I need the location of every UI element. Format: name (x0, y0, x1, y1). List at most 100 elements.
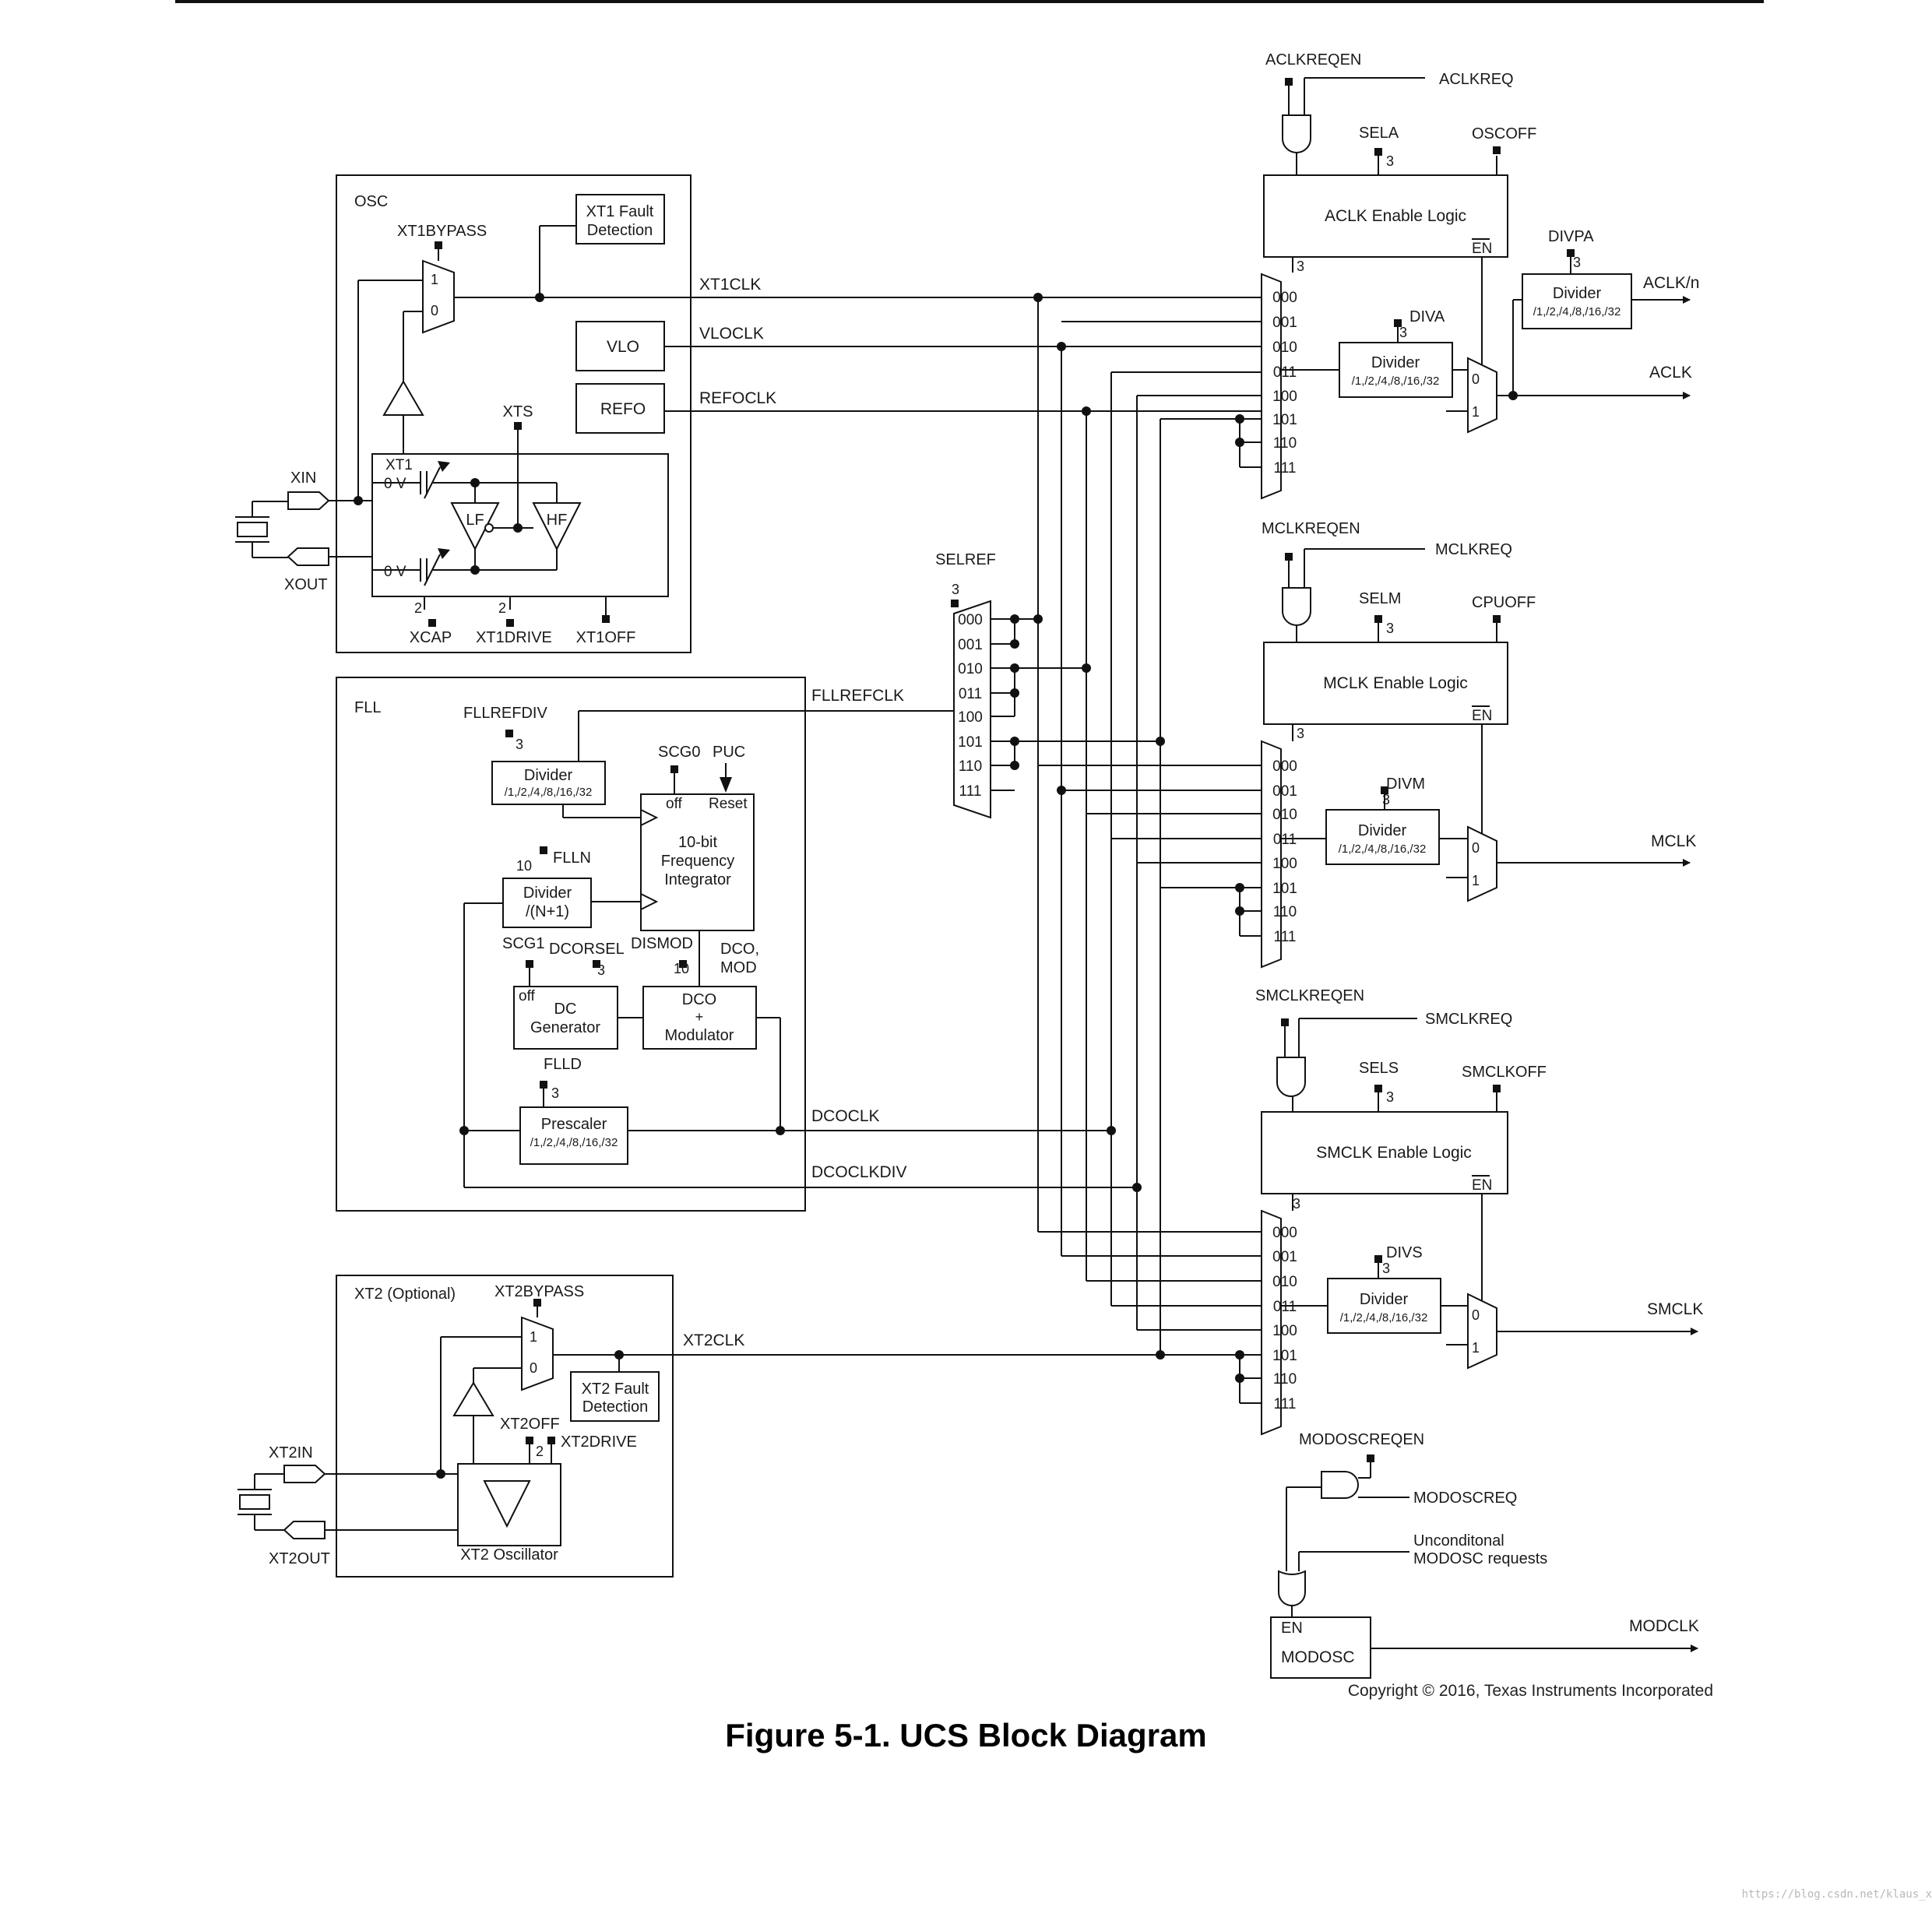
sela-width: 3 (1386, 153, 1394, 169)
xt1drive-width: 2 (498, 600, 506, 616)
xcap-label: XCAP (410, 629, 452, 646)
diva-label: DIVA (1409, 308, 1445, 325)
mclk-code-101: 101 (1272, 881, 1297, 897)
integrator-line1: 10-bit (678, 834, 717, 851)
smclk-code-100: 100 (1272, 1323, 1297, 1339)
xt1drive-label: XT1DRIVE (476, 629, 552, 646)
figure-caption: Figure 5-1. UCS Block Diagram (725, 1717, 1207, 1753)
aclkreqen-label: ACLKREQEN (1265, 51, 1361, 69)
smclk-code-000: 000 (1272, 1225, 1297, 1241)
refoclk-label: REFOCLK (699, 389, 776, 407)
aclk-dots (1285, 78, 1575, 400)
aclkn-divider-title: Divider (1553, 285, 1602, 302)
aclkn-out-label: ACLK/n (1643, 274, 1699, 292)
aclk-code-101: 101 (1272, 412, 1297, 428)
dismod-width: 10 (674, 961, 689, 976)
mclk-outmux-in1: 1 (1472, 873, 1480, 888)
dcgen-line1: DC (554, 1001, 577, 1018)
modosc-label: MODOSC (1281, 1648, 1355, 1666)
bus-junctions (951, 293, 1244, 1383)
refo-label: REFO (600, 400, 646, 418)
fll-title: FLL (354, 699, 381, 716)
puc-label: PUC (713, 744, 745, 761)
xt2clk-label: XT2CLK (683, 1331, 744, 1349)
selref-code-011: 011 (959, 686, 982, 702)
selref-code-100: 100 (958, 709, 983, 726)
fllrefdiv-width: 3 (516, 737, 523, 752)
aclk-code-100: 100 (1272, 389, 1297, 405)
smclk-mux-codes: 000 001 010 011 100 101 110 111 (1272, 1225, 1297, 1412)
mclk-code-000: 000 (1272, 758, 1297, 775)
smclk-outmux-in0: 0 (1472, 1307, 1480, 1323)
osc-block (235, 174, 1262, 653)
selref-code-110: 110 (959, 758, 982, 775)
xt2in-label: XT2IN (269, 1444, 313, 1462)
prescaler-title: Prescaler (541, 1116, 607, 1133)
integrator-off: off (666, 796, 683, 812)
diva-width: 3 (1399, 325, 1407, 340)
smclkoff-label: SMCLKOFF (1462, 1064, 1547, 1081)
mclk-code-100: 100 (1272, 856, 1297, 872)
smclk-code-010: 010 (1272, 1274, 1297, 1290)
mclk-divider-ratios: /1,/2,/4,/8,/16,/32 (1339, 842, 1427, 856)
scg0-label: SCG0 (658, 744, 700, 761)
smclk-code-101: 101 (1272, 1348, 1297, 1364)
fll-block (336, 677, 1137, 1212)
zero-v-top: 0 V (384, 476, 406, 492)
aclk-divider-title: Divider (1371, 354, 1420, 371)
selref-codes: 000 001 010 011 100 101 110 111 (958, 612, 983, 800)
flln-width: 10 (516, 858, 532, 874)
dcomod-line1: DCO, (720, 941, 759, 958)
uncond-line1: Unconditonal (1413, 1532, 1504, 1549)
scg1-label: SCG1 (502, 935, 544, 952)
mclkreq-label: MCLKREQ (1435, 541, 1512, 558)
fllrefclk-label: FLLREFCLK (811, 687, 904, 705)
xout-label: XOUT (284, 576, 328, 593)
osc-title: OSC (354, 193, 388, 210)
mclk-dots (1285, 553, 1501, 794)
selref-code-001: 001 (958, 637, 983, 653)
xt2out-label: XT2OUT (269, 1550, 330, 1567)
sela-label: SELA (1359, 125, 1399, 142)
aclk-code-110: 110 (1273, 435, 1297, 452)
aclk-mux-codes: 000 001 010 011 100 101 110 111 (1272, 290, 1297, 477)
aclk-outmux-in0: 0 (1472, 371, 1480, 387)
aclk-code-011: 011 (1273, 364, 1297, 381)
copyright-note: Copyright © 2016, Texas Instruments Inco… (1347, 1682, 1713, 1700)
dcorsel-label: DCORSEL (549, 941, 625, 958)
flln-label: FLLN (553, 849, 591, 867)
dismod-label: DISMOD (631, 935, 693, 952)
xt1clk-label: XT1CLK (699, 276, 761, 294)
dcgen-off: off (519, 988, 536, 1004)
mclk-mux-width: 3 (1297, 726, 1304, 741)
modoscreq-label: MODOSCREQ (1413, 1490, 1517, 1507)
sels-label: SELS (1359, 1060, 1399, 1077)
smclkreqen-label: SMCLKREQEN (1255, 987, 1364, 1004)
mclkreqen-label: MCLKREQEN (1262, 520, 1360, 537)
selref-code-101: 101 (958, 734, 983, 751)
aclk-out-label: ACLK (1649, 364, 1692, 382)
divpa-width: 3 (1573, 255, 1581, 270)
xt1-label: XT1 (385, 457, 413, 473)
smclk-out-label: SMCLK (1647, 1300, 1703, 1318)
modoscreqen-label: MODOSCREQEN (1299, 1431, 1424, 1448)
xt2-osc-label: XT2 Oscillator (460, 1546, 558, 1564)
selref-code-010: 010 (958, 661, 983, 677)
smclk-mux-width: 3 (1293, 1196, 1300, 1212)
integrator-line2: Frequency (661, 853, 735, 870)
hf-label: HF (547, 512, 568, 529)
aclk-section (1261, 77, 1691, 500)
xin-label: XIN (290, 470, 316, 487)
xt1off-label: XT1OFF (576, 629, 636, 646)
xt1bypass-label: XT1BYPASS (397, 223, 487, 240)
mclk-en-label: EN (1472, 708, 1492, 724)
smclk-code-111: 111 (1274, 1396, 1297, 1412)
modoscreqen-pin (1367, 1454, 1374, 1462)
selref-width: 3 (952, 582, 959, 597)
selref-label: SELREF (935, 551, 996, 568)
vlo-label: VLO (607, 338, 639, 356)
modosc-en-label: EN (1281, 1620, 1303, 1637)
xt2bypass-label: XT2BYPASS (494, 1283, 584, 1300)
aclk-outmux-in1: 1 (1472, 404, 1480, 420)
cpuoff-label: CPUOFF (1472, 594, 1536, 611)
